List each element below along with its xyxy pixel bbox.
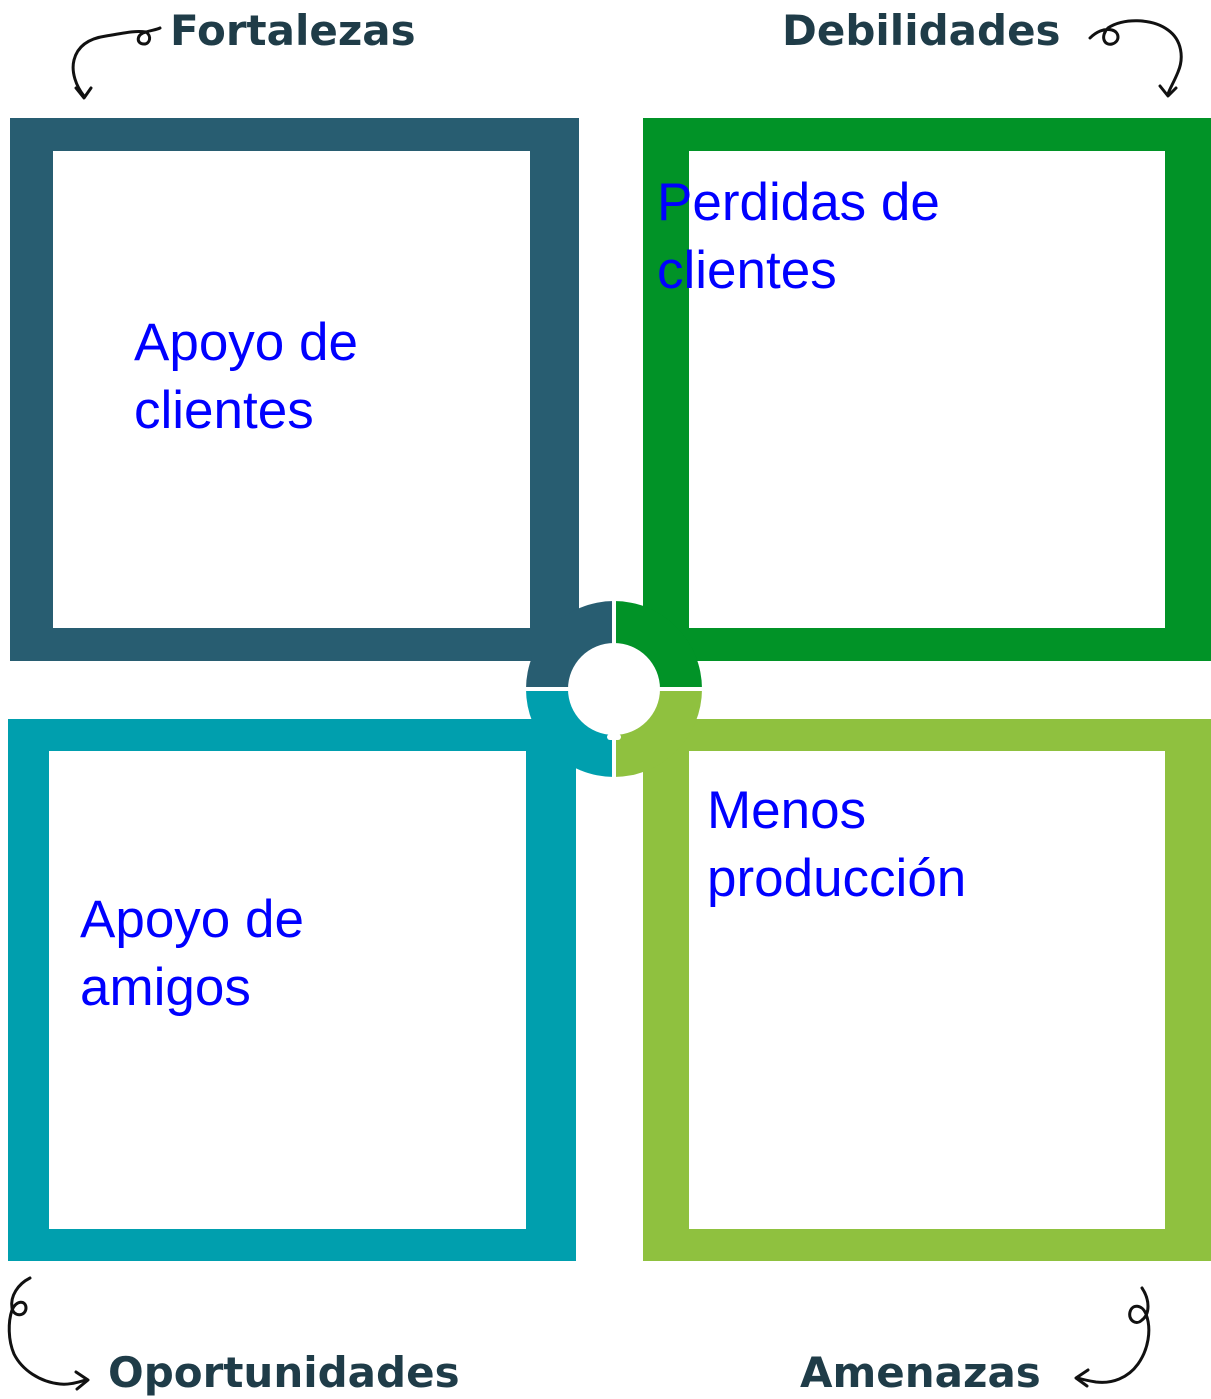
curly-arrow-icon <box>71 26 162 100</box>
text-amenazas: Menos producción <box>707 777 966 913</box>
heading-debilidades: Debilidades <box>782 6 1061 55</box>
text-oportunidades: Apoyo de amigos <box>80 886 304 1022</box>
text-line: amigos <box>80 958 251 1017</box>
quadrant-amenazas <box>643 719 1211 1261</box>
quadrant-fortalezas <box>10 118 579 661</box>
heading-oportunidades: Oportunidades <box>108 1348 460 1397</box>
center-hub <box>521 596 707 782</box>
text-line: clientes <box>134 381 314 440</box>
text-line: producción <box>707 849 967 908</box>
curly-arrow-icon <box>1074 1286 1151 1388</box>
text-line: Menos <box>707 781 867 840</box>
text-debilidades: Perdidas de clientes <box>657 169 940 305</box>
text-line: Perdidas de <box>657 173 940 232</box>
curly-arrow-icon <box>7 1276 90 1391</box>
heading-fortalezas: Fortalezas <box>170 6 416 55</box>
text-line: Apoyo de <box>134 313 358 372</box>
text-line: clientes <box>657 241 837 300</box>
text-fortalezas: Apoyo de clientes <box>134 309 358 445</box>
heading-amenazas: Amenazas <box>800 1348 1041 1397</box>
quadrant-oportunidades <box>8 719 576 1261</box>
quadrant-debilidades <box>643 118 1211 661</box>
text-line: Apoyo de <box>80 890 304 949</box>
lightbulb-icon <box>583 651 645 740</box>
curly-arrow-icon <box>1088 19 1183 98</box>
